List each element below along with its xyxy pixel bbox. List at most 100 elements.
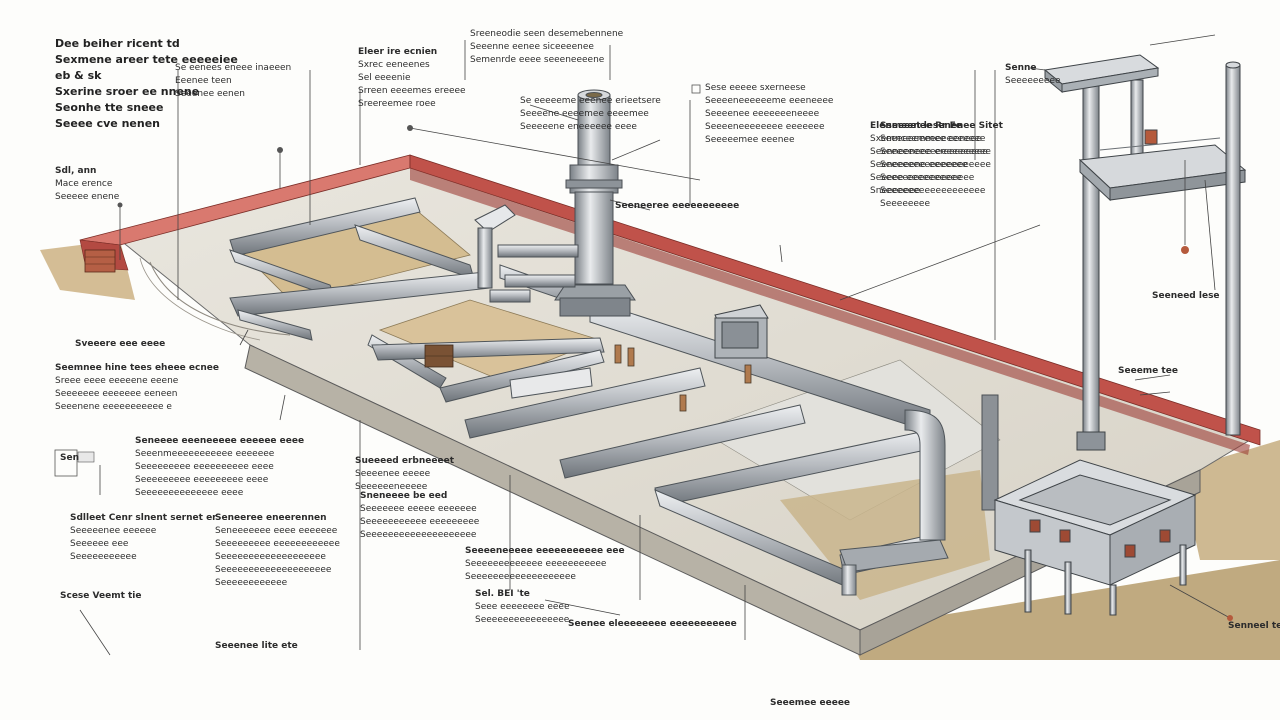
callout-line: Seeeeeeeeeee eeeeeeeee [360, 517, 480, 528]
callout-line: Srreen eeeemes ereeee [358, 86, 466, 97]
callout-heading: Sueeeed erbneeeet [355, 456, 454, 466]
callout-line: Seeeeenee eeeeee [70, 526, 157, 537]
callout-heading: Senneel tee [1228, 621, 1280, 631]
annotation-markers [54, 84, 1233, 621]
callout-line: Mace erence [55, 179, 113, 190]
callout-heading: Dee beiher ricent td [55, 37, 180, 50]
callout-heading: Seneeee eeeneeeee eeeeee eeee [135, 436, 305, 446]
callout-line: Seeeeneeeeeeme eeeneeee [705, 96, 834, 107]
callout-heading: Sdlleet Cenr slnent sernet er [70, 513, 217, 523]
callout-heading: Seeneeree eeeeeeeeeee [615, 201, 740, 211]
callout-line: Seeeeeeeee eeeeeeeee eeee [135, 475, 269, 486]
callout-line: Seeenne eenee siceeeenee [470, 42, 594, 53]
callout-line: Seeeeeeeee eeeeeeeeee eeee [135, 462, 274, 473]
callout-c27: Seeeme tee [1118, 365, 1178, 378]
callout-line: Seeenee eenen [175, 89, 245, 100]
callout-line: Seeeeeeeeeeeeeeeeeee [465, 572, 576, 583]
callout-line: Seeeenee eeeee [355, 469, 431, 480]
callout-heading: Seeeme tee [1118, 366, 1178, 376]
callout-heading: Seeemee eeeee [770, 698, 851, 708]
callout-line: Seonhe tte sneee [55, 100, 164, 114]
callout-line: Seeeeeeeeeeee [215, 578, 288, 589]
tower-structure [1043, 54, 1247, 451]
support-pier [981, 394, 999, 511]
callout-heading: Seeeeneeeee eeeeeeeeeee eee [465, 546, 625, 556]
callout-line: Sxrec eeneenes [358, 60, 430, 71]
callout-line: Sreeneodie seen desemebennene [470, 29, 624, 39]
callout-heading: Sdl, ann [55, 166, 97, 176]
callout-heading: Seeenee lite ete [215, 641, 298, 651]
crate [424, 344, 454, 368]
callout-line: Sxerine sroer ee nnene [55, 84, 200, 98]
callout-line: Sel eeeenie [358, 73, 411, 84]
callout-line: Sexmene areer tete eeeeeiee [55, 52, 238, 66]
callout-line: Seeeeeeeeeeeee eeeeeeeeeee [465, 559, 607, 570]
valve-manifold [474, 204, 579, 303]
callout-line: Seeeeeeeeeee [70, 552, 137, 563]
callout-line: Seeeeeeeee [1005, 76, 1061, 87]
callout-line: Seeeeeeeeeeeeeeeeeee [215, 552, 326, 563]
callout-line: Seeneeeene eeeeeee [870, 160, 968, 171]
callout-line: Seneeeeeee eeee eeeeeee [215, 526, 338, 537]
callout-line: Seeeee enene [55, 192, 120, 203]
callout-c18: Seeenee lite ete [215, 640, 298, 653]
callout-line: Seee eeeeeeee eeee [475, 602, 570, 613]
callout-line: Seeeeneeeeeeee eeeeeee [705, 122, 825, 133]
callout-line: Seeeeeeeeeeeeeeeeeee [880, 147, 991, 158]
callout-line: Seeeene eeeemee eeeemee [520, 109, 649, 120]
callout-c15: Sdlleet Cenr slnent sernet er Seeeeenee e… [70, 512, 217, 564]
callout-line: Sreereemee roee [358, 99, 436, 110]
steel-ducts [229, 197, 936, 591]
callout-line: Sese eeeee sxerneese [705, 83, 806, 93]
callout-line: Seeeeeeneeeee [355, 482, 428, 493]
callout-line: Seeeeeeeeeeeeeeeeeee [880, 160, 991, 171]
pump-box [714, 304, 769, 359]
callout-heading: Eleer ire ecnien [358, 47, 438, 57]
callout-c20: Seenee eleeeeeeee eeeeeeeeeee [568, 618, 737, 631]
callout-line: Se eenees eneee inaeeen [175, 63, 292, 73]
parapet-wall [79, 154, 1261, 455]
callout-heading: Sen [60, 453, 79, 463]
callout-line: Seeeeee eee [70, 539, 129, 550]
callout-line: Sneeeeeee [870, 186, 921, 197]
callout-line: Seeeeeee eeeeeee eeneen [55, 389, 178, 400]
callout-heading: Seneeree eneerennen [215, 513, 327, 523]
callout-line: Seeeeeeeeeeeeeeee [475, 615, 570, 626]
callout-line: Semenrde eeee seeeneeeene [470, 55, 605, 66]
tower-base-frame [993, 459, 1197, 616]
callout-heading: Sseeeet lesenenee Sitet [880, 121, 1003, 131]
callout-heading: Seemnee hine tees eheee ecnee [55, 363, 219, 373]
callout-c1: Dee beiher ricent td Sexmene areer tete e… [55, 36, 238, 132]
callout-line: Seeeeeee eeeee eeeeeee [360, 504, 477, 515]
callout-heading: Scese Veemt tie [60, 591, 142, 601]
callout-c23: Senneel tee [1228, 620, 1280, 633]
valve-cluster [614, 344, 752, 412]
callout-line: Seeeeene eneeeeee eeee [520, 122, 637, 133]
central-stack [554, 89, 636, 317]
callout-c28: Sen [60, 452, 79, 465]
callout-heading: Seeneed lese [1152, 291, 1220, 301]
callout-line: Seeenmeeeeeeeeeee eeeeeee [135, 449, 275, 460]
callout-line: Seeeeeeeeeeeeeeee [880, 173, 975, 184]
leader-lines [79, 34, 1231, 656]
callout-line: Seeeeeeee [880, 199, 931, 210]
callout-heading: Elenmeenee Rr Ee [870, 121, 962, 131]
callout-c17: Scese Veemt tie [60, 590, 142, 603]
brick-stack [84, 249, 116, 273]
callout-line: Sxemnceemmee eeneee [870, 134, 982, 145]
callout-heading: Sveeere eee eeee [75, 339, 166, 349]
callout-heading: Sel. BEI 'te [475, 589, 530, 599]
